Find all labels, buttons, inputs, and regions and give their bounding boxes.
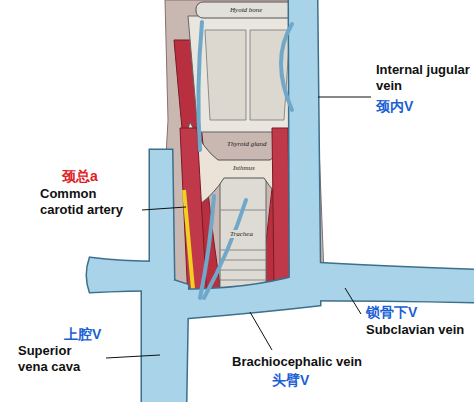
larynx — [188, 16, 304, 132]
structure-label: Subclavian vein — [366, 322, 464, 338]
common-carotid-artery — [272, 128, 290, 285]
structure-label: Internal jugular vein — [376, 62, 470, 94]
trachea — [220, 172, 266, 300]
structure-label: Brachiocephalic vein — [232, 354, 362, 370]
vein-fill — [87, 0, 474, 402]
structure-label: Superior vena cava — [18, 343, 102, 375]
chinese-label: 头臂V — [272, 372, 309, 388]
chinese-label: 上腔V — [64, 326, 101, 342]
chinese-label: 颈总a — [62, 168, 98, 184]
neck-muscles — [158, 0, 325, 300]
part-label: Trachea — [229, 230, 254, 238]
chinese-label: 锁骨下V — [366, 304, 417, 320]
part-label: Hyoid bone — [229, 6, 263, 14]
leader-lines — [106, 97, 371, 358]
thyroid-cartilage — [205, 30, 290, 120]
thyroid-veins — [198, 22, 292, 298]
part-label: Thyroid gland — [226, 140, 268, 148]
vein-outline — [87, 0, 474, 402]
chinese-label: 颈内V — [376, 98, 413, 114]
part-label: Isthmus — [232, 164, 256, 172]
structure-label: Common carotid artery — [40, 186, 138, 218]
